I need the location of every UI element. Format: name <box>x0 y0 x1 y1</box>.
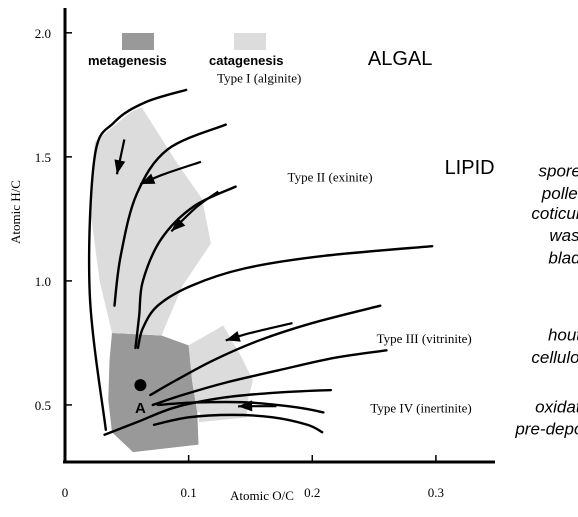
curve-ii <box>136 244 434 350</box>
organic-source-label: cellulose <box>531 348 578 367</box>
sample-point-label: A <box>135 400 146 417</box>
curve-ii <box>134 185 237 350</box>
y-axis-label: Atomic H/C <box>8 180 23 244</box>
source-group-label: ALGAL <box>368 48 432 70</box>
curve-iv <box>152 413 324 434</box>
curve-i <box>113 123 227 307</box>
organic-source-label: coticules <box>531 204 578 223</box>
kerogen-type-curves <box>87 88 434 436</box>
kerogen-type-labels: Type I (alginite) ALGAL Type II (exinite) L… <box>217 48 495 415</box>
organic-source-label: sporen <box>538 162 578 181</box>
legend-swatch-metagenesis <box>122 33 154 50</box>
source-group-label: LIPID <box>445 157 495 179</box>
organic-source-labels: sporen pollencoticules was blad hout cellulos… <box>514 162 578 439</box>
legend-label-catagenesis: catagenesis <box>209 53 283 68</box>
organic-source-label: oxidatie <box>535 397 578 416</box>
x-axis-label: Atomic O/C <box>230 488 294 503</box>
kerogen-type-label: Type I (alginite) <box>217 70 301 85</box>
y-tick-label: 0.5 <box>35 398 51 413</box>
y-tick-label: 2.0 <box>35 26 51 41</box>
x-tick-label: 0 <box>62 485 69 500</box>
x-tick-label: 0.3 <box>428 485 444 500</box>
organic-source-label: pollen <box>541 184 578 203</box>
legend-label-metagenesis: metagenesis <box>88 53 167 68</box>
arrow-head <box>225 331 241 342</box>
arrow-head <box>238 400 253 412</box>
arrow-head <box>114 159 126 175</box>
organic-source-label: was <box>549 226 578 245</box>
sample-point-marker <box>134 379 147 392</box>
kerogen-type-label: Type III (vitrinite) <box>377 331 472 346</box>
sample-point: A <box>134 379 147 417</box>
legend: metagenesis catagenesis <box>88 33 283 68</box>
curve-i <box>87 88 188 431</box>
kerogen-type-label: Type IV (inertinite) <box>370 400 471 415</box>
organic-source-label: hout <box>548 325 578 344</box>
kerogen-type-label: Type II (exinite) <box>288 170 373 185</box>
axes <box>63 8 495 464</box>
curve-iii <box>151 349 388 407</box>
y-tick-label: 1.5 <box>35 150 51 165</box>
arrow-head <box>140 173 156 185</box>
curve-iii <box>149 304 382 397</box>
arrow-head <box>171 217 186 232</box>
organic-source-label: blad <box>548 249 578 268</box>
y-tick-label: 1.0 <box>35 274 51 289</box>
maturity-zones <box>89 107 253 453</box>
maturation-arrows <box>114 139 293 412</box>
axis-ticks: 0 0.1 0.2 0.3 0.5 1.0 1.5 2.0 <box>35 26 444 500</box>
x-tick-label: 0.2 <box>304 485 320 500</box>
x-tick-label: 0.1 <box>181 485 197 500</box>
legend-swatch-catagenesis <box>234 33 266 50</box>
zone-catagenesis <box>89 107 211 336</box>
organic-source-label: pre-depositie <box>514 420 578 439</box>
